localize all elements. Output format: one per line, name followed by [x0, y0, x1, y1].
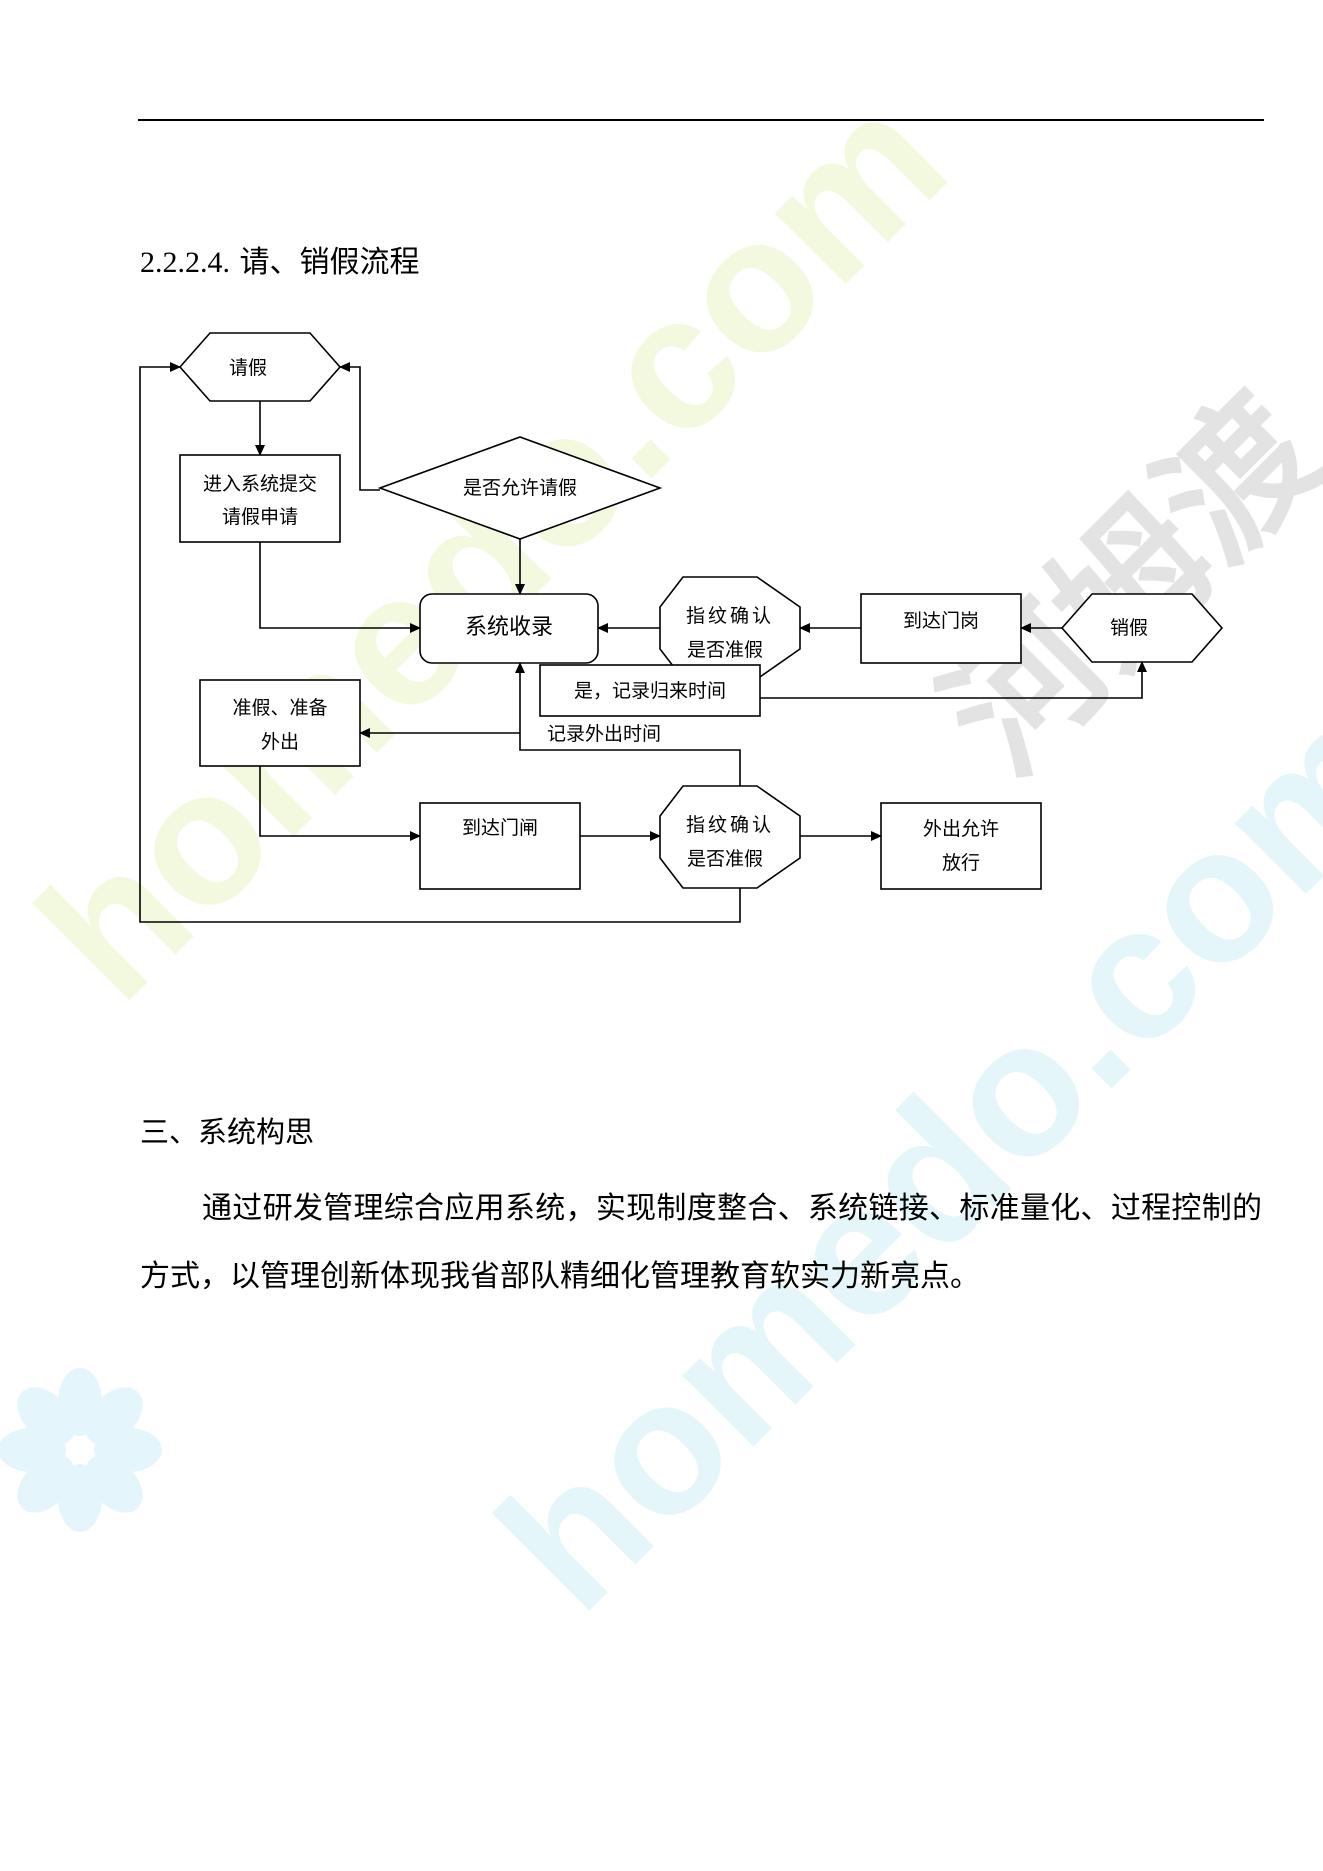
fp-bottom-label-2: 是否准假	[687, 848, 763, 870]
allow-out-box	[880, 802, 1042, 890]
arrow-return-to-cancel	[760, 661, 1147, 699]
fp-top-label-1: 指纹确认	[686, 605, 774, 627]
arrive-gate-box	[419, 802, 581, 890]
arrive-post-box	[860, 593, 1022, 664]
arrow-submit-to-record	[259, 542, 421, 633]
ready-out-box	[199, 679, 361, 767]
fp-bottom-label-1: 指纹确认	[686, 814, 774, 836]
body-paragraph: 通过研发管理综合应用系统，实现制度整合、系统链接、标准量化、过程控制的方式，以管…	[140, 1191, 1262, 1294]
record-out-label: 记录外出时间	[547, 723, 661, 745]
fp-top-label-2: 是否准假	[687, 639, 763, 661]
cancel-leave-hexagon	[1060, 593, 1224, 663]
arrow-fp-bottom-to-record	[515, 662, 741, 786]
ready-out-label-1: 准假、准备	[232, 697, 327, 719]
approve-decision-diamond	[377, 436, 663, 540]
arrive-gate-label: 到达门闸	[462, 817, 538, 839]
leave-request-label: 请假	[229, 357, 267, 379]
header-rule	[138, 119, 1264, 121]
fingerprint-top-octagon	[659, 576, 801, 680]
section-title: 请、销假流程	[239, 245, 420, 280]
arrow-loop-to-request	[139, 362, 741, 923]
arrow-ready-to-gate	[259, 766, 421, 841]
chapter-heading: 三、系统构思	[140, 1115, 315, 1149]
ready-out-label-2: 外出	[261, 731, 299, 753]
approve-decision-label: 是否允许请假	[463, 477, 577, 499]
allow-out-label-2: 放行	[942, 852, 980, 874]
submit-box	[179, 454, 341, 543]
section-heading: 2.2.2.4. 请、销假流程	[140, 243, 420, 283]
arrive-post-label: 到达门岗	[903, 610, 979, 632]
arrow-decision-to-request	[339, 362, 380, 491]
record-return-box	[539, 664, 761, 717]
submit-label-1: 进入系统提交	[203, 473, 317, 495]
section-number: 2.2.2.4.	[140, 246, 230, 279]
cancel-leave-label: 销假	[1110, 617, 1148, 639]
allow-out-label-1: 外出允许	[923, 818, 999, 840]
system-record-label: 系统收录	[465, 615, 553, 640]
record-return-label: 是，记录归来时间	[574, 680, 726, 702]
submit-label-2: 请假申请	[222, 506, 298, 528]
fingerprint-bottom-octagon	[659, 785, 801, 889]
